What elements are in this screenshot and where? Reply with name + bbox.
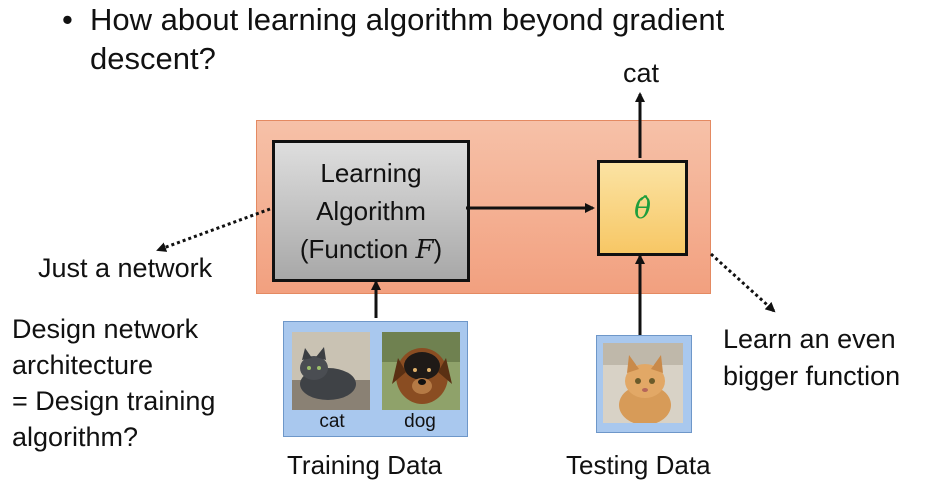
cat-photo [292,332,370,410]
function-variable: F [415,234,434,265]
bullet-text-line-1: How about learning algorithm beyond grad… [90,2,725,37]
learning-algorithm-box: Learning Algorithm (Function F) [272,140,470,282]
test-cat-photo [603,343,683,423]
algorithm-line-1: Learning [320,157,422,188]
design-note-line-1: Design network [12,314,199,344]
design-note: Design network architecture = Design tra… [12,311,215,455]
design-note-line-2: architecture [12,350,154,380]
bullet-point: • [62,1,73,39]
testing-data-caption: Testing Data [566,450,711,480]
just-network-note: Just a network [38,253,213,283]
training-data-caption: Training Data [287,450,443,480]
bullet-symbol: • [62,2,73,37]
bullet-text-line-2: descent? [90,41,216,76]
algorithm-line-3: (Function F) [299,233,443,265]
algorithm-line-2: Algorithm [316,195,426,226]
design-note-line-3: = Design training [12,386,216,416]
dog-photo [382,332,460,410]
cat-image-label: cat [319,411,345,432]
dog-image-label: dog [404,411,436,432]
bigger-function-line-2: bigger function [723,361,901,391]
just-network-dotted-arrow [156,207,271,252]
bigger-function-line-1: Learn an even [723,324,896,354]
theta-box: θ̂ [597,160,688,256]
design-note-line-4: algorithm? [12,422,139,452]
bigger-function-dotted-arrow [709,252,776,313]
output-label: cat [623,58,660,88]
bigger-function-note: Learn an even bigger function [723,321,900,395]
theta-label: θ̂ [634,191,651,225]
